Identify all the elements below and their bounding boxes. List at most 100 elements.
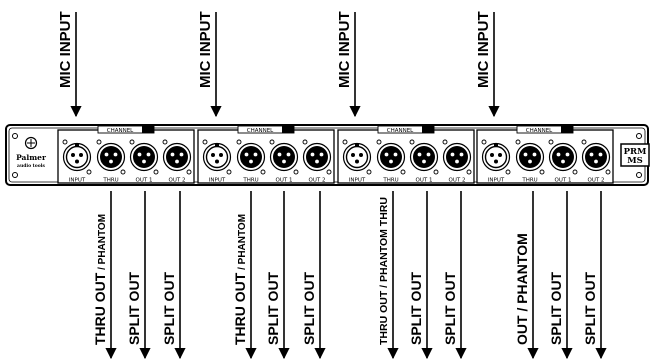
brand-name: Palmer [16,153,47,162]
mic-input-label: MIC INPUT [197,11,214,88]
jack-label: INPUT [349,178,366,184]
jack-screw [202,139,208,145]
jack-screw [120,169,126,175]
jack-screw [376,139,382,145]
brand-logo: Palmer audio tools [16,136,47,169]
model-line1: PRM [624,147,647,157]
xlr-output-jack[interactable] [581,142,611,172]
jack-screw [539,169,545,175]
rack-screw [12,133,18,139]
jack-screw [515,139,521,145]
output-label: OUT / PHANTOM [514,233,530,345]
xlr-output-jack[interactable] [409,142,439,172]
channel-label: CHANNEL [107,128,134,134]
xlr-output-jack[interactable] [515,142,545,172]
rack-screw [636,172,642,178]
mic-input-label: MIC INPUT [57,11,74,88]
jack-screw [236,139,242,145]
channel-label: CHANNEL [387,128,414,134]
channel-module-1: CHANNEL INPUT THRU OUT 1 OUT 2 [57,125,195,184]
jack-screw [505,169,511,175]
jack-label: INPUT [488,178,505,184]
channel-modules: CHANNEL INPUT THRU OUT 1 OUT 2 CHANNEL INPUT TH… [57,125,614,184]
jack-screw [153,169,159,175]
channel-indicator [282,126,294,133]
jack-label: INPUT [69,178,86,184]
xlr-output-jack[interactable] [302,142,332,172]
jack-label: OUT 1 [555,178,572,184]
jack-screw [129,139,135,145]
model-line2: MS [627,156,643,166]
xlr-output-jack[interactable] [442,142,472,172]
model-badge: PRM MS [620,143,650,167]
output-label: SPLIT OUT [408,271,424,345]
jack-screw [62,139,68,145]
jack-screw [342,139,348,145]
jack-label: OUT 2 [449,178,466,184]
output-label: THRU OUT / PHANTOM [92,214,108,345]
jack-label: OUT 2 [309,178,326,184]
jack-label: THRU [102,178,118,184]
channel-label: CHANNEL [526,128,553,134]
xlr-input-jack[interactable] [202,142,232,172]
output-label: SPLIT OUT [548,271,564,345]
output-label: THRU OUT / PHANTOM [232,214,248,345]
channel-label: CHANNEL [247,128,274,134]
channel-module-3: CHANNEL INPUT THRU OUT 1 OUT 2 [337,125,475,184]
xlr-output-jack[interactable] [236,142,266,172]
brand-sub: audio tools [17,163,45,169]
xlr-input-jack[interactable] [481,142,511,172]
jack-label: THRU [382,178,398,184]
xlr-output-jack[interactable] [269,142,299,172]
jack-screw [226,169,232,175]
jack-screw [481,139,487,145]
jack-label: OUT 1 [136,178,153,184]
channel-indicator [422,126,434,133]
output-label: THRU OUT / PHANTOM THRU [378,197,390,345]
jack-screw [409,139,415,145]
jack-screw [326,169,332,175]
xlr-input-jack[interactable] [342,142,372,172]
output-label: SPLIT OUT [442,271,458,345]
jack-screw [400,169,406,175]
xlr-output-jack[interactable] [162,142,192,172]
jack-label: OUT 2 [588,178,605,184]
signal-arrows: MIC INPUT MIC INPUT MIC INPUT MIC INPUT THRU… [57,11,607,360]
jack-screw [86,169,92,175]
jack-screw [269,139,275,145]
jack-label: OUT 2 [169,178,186,184]
jack-screw [260,169,266,175]
xlr-output-jack[interactable] [96,142,126,172]
mic-input-label: MIC INPUT [336,11,353,88]
jack-screw [162,139,168,145]
brand-mark-icon [24,136,38,150]
jack-screw [293,169,299,175]
jack-screw [572,169,578,175]
xlr-output-jack[interactable] [129,142,159,172]
rack-screw [636,133,642,139]
jack-screw [605,169,611,175]
channel-module-4: CHANNEL INPUT THRU OUT 1 OUT 2 [476,125,614,184]
jack-screw [433,169,439,175]
channel-indicator [142,126,154,133]
jack-label: OUT 1 [416,178,433,184]
mic-input-label: MIC INPUT [475,11,492,88]
output-label: SPLIT OUT [582,271,598,345]
xlr-input-jack[interactable] [62,142,92,172]
jack-label: OUT 1 [276,178,293,184]
xlr-output-jack[interactable] [548,142,578,172]
jack-screw [302,139,308,145]
jack-label: THRU [242,178,258,184]
output-label: SPLIT OUT [265,271,281,345]
jack-screw [442,139,448,145]
jack-screw [96,139,102,145]
xlr-output-jack[interactable] [376,142,406,172]
jack-screw [366,169,372,175]
jack-label: THRU [521,178,537,184]
output-label: SPLIT OUT [126,271,142,345]
output-label: SPLIT OUT [301,271,317,345]
output-label: SPLIT OUT [161,271,177,345]
